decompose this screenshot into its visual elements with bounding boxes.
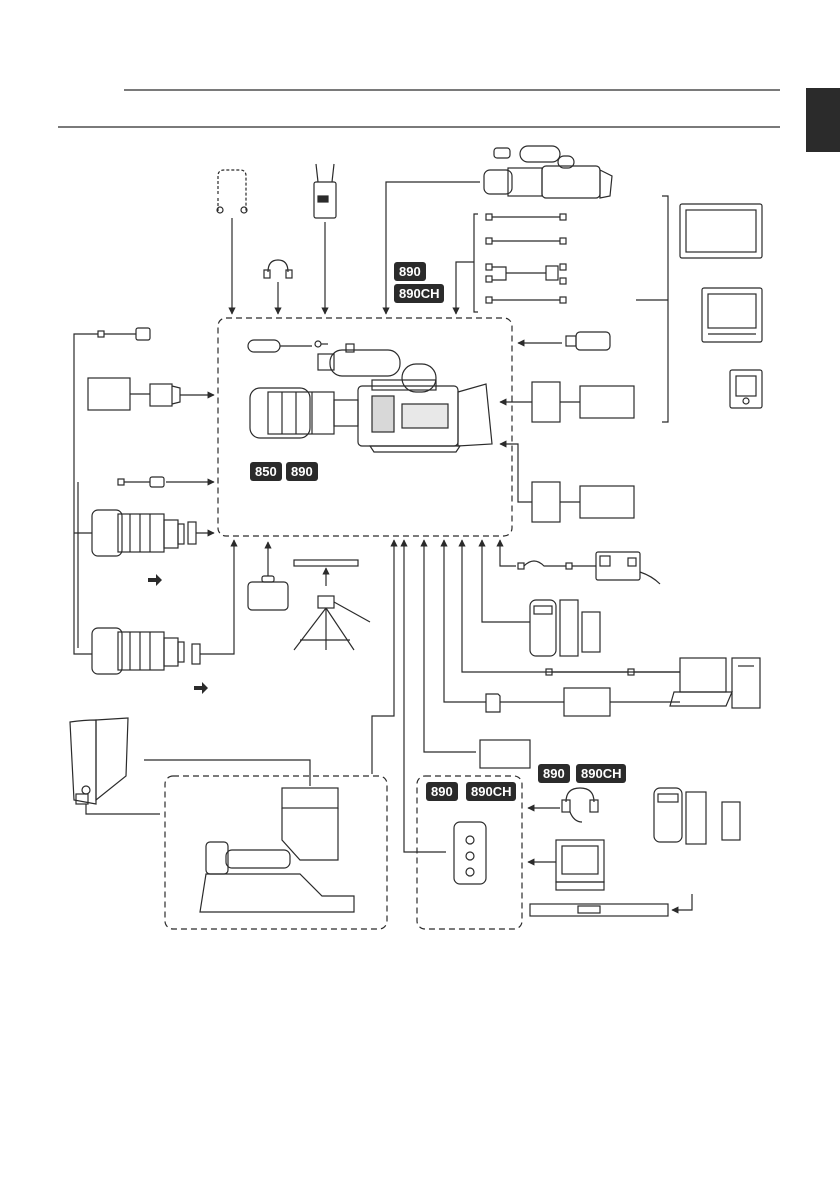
badge-890-box: 890 (426, 782, 458, 801)
ac-adapter-illustration (518, 552, 660, 584)
left-cable-illustration (98, 328, 150, 340)
carrying-case-illustration (248, 576, 288, 610)
bottom-device-box (480, 740, 530, 768)
badge-890-right: 890 (538, 764, 570, 783)
badge-890-top: 890 (394, 262, 426, 281)
monitor-medium-illustration (702, 288, 762, 342)
sd-card-illustration (486, 694, 500, 712)
mic-holder-illustration (218, 170, 246, 212)
lens-lower-illustration (92, 628, 184, 674)
headphone-small-illustration (268, 260, 288, 272)
monitor-bracket (662, 196, 668, 422)
rack-unit-illustration (530, 904, 668, 916)
right-unit-upper (532, 382, 560, 422)
top-camcorder-illustration (484, 146, 612, 198)
monitor-bottom-illustration (556, 840, 604, 890)
badge-850-main: 850 (250, 462, 282, 481)
main-camcorder-illustration (248, 340, 492, 452)
right-device-lower (580, 486, 634, 518)
wireless-receiver-illustration (314, 164, 336, 218)
remote-control-group-lower (654, 788, 740, 844)
badge-890-main: 890 (286, 462, 318, 481)
cable-bracket (474, 214, 478, 312)
badge-890ch-box: 890CH (466, 782, 516, 801)
right-device-upper (580, 386, 634, 418)
network-cable-illustration (546, 669, 634, 675)
main-camera-region (218, 318, 512, 536)
arrow-right-lower (194, 682, 208, 694)
usb-stick-illustration (566, 332, 610, 350)
monitor-large-illustration (680, 204, 762, 258)
headset-illustration (562, 788, 598, 822)
cable-list (486, 214, 566, 303)
badge-890ch-top: 890CH (394, 284, 444, 303)
viewfinder-illustration (70, 718, 128, 804)
fiber-adapter-illustration (454, 822, 486, 884)
pc-tower-illustration (732, 658, 760, 708)
left-device-box (88, 378, 130, 410)
lens-upper-illustration (92, 510, 184, 556)
tripod-illustration (294, 560, 370, 650)
right-unit-lower (532, 482, 560, 522)
lens-adapter-illustration (150, 384, 180, 406)
arrow-right-upper (148, 574, 162, 586)
card-reader-box (564, 688, 610, 716)
monitor-small-illustration (730, 370, 762, 408)
remote-control-group-upper (530, 600, 600, 656)
laptop-illustration (670, 658, 732, 706)
studio-adapter-illustration (200, 788, 354, 912)
badge-890ch-right: 890CH (576, 764, 626, 783)
left-cable-2-illustration (118, 477, 164, 487)
